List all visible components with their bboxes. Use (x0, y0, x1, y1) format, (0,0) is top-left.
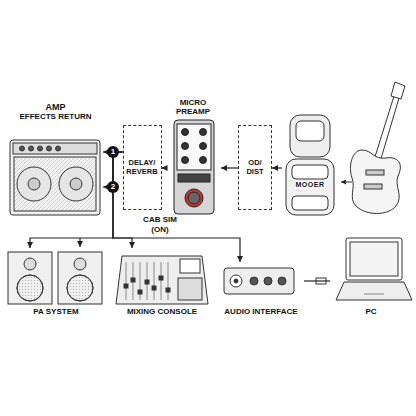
node-label: EFFECTS RETURN (20, 112, 92, 121)
guitar-drawing (341, 82, 405, 214)
device-node: MOOER (282, 115, 338, 215)
signal-label: (ON) (149, 226, 170, 235)
amp-drawing (10, 140, 100, 215)
node-label: MICRO PREAMP (165, 98, 221, 116)
device-node: PC (330, 236, 412, 320)
preamp-pedal (174, 120, 214, 214)
node-heading: AMP (46, 102, 66, 112)
mixing-console (116, 256, 208, 304)
mooer-pedal (286, 115, 334, 215)
node-label: MIXING CONSOLE (127, 307, 197, 316)
callout-number: 1 (107, 146, 119, 158)
signal-wire (304, 280, 330, 281)
signal-wire (30, 152, 123, 248)
device-node: AMPEFFECTS RETURN (8, 100, 103, 218)
device-node: PA SYSTEM (6, 248, 106, 320)
callout-number: 2 (107, 181, 119, 193)
device-node: MICRO PREAMP (165, 96, 221, 216)
signal-wire (272, 167, 282, 168)
pa-speakers (8, 238, 102, 304)
node-label: PC (365, 307, 376, 316)
node-label: MOOER (295, 181, 326, 189)
node-label: DELAY/ REVERB (126, 159, 159, 176)
device-node: MIXING CONSOLE (112, 248, 212, 320)
effect-box: OD/ DIST (238, 125, 272, 210)
laptop (336, 238, 412, 300)
node-label: OD/ DIST (241, 159, 269, 176)
device-node: AUDIO INTERFACE (218, 262, 304, 320)
node-label: PA SYSTEM (33, 307, 78, 316)
effect-box: DELAY/ REVERB (123, 125, 162, 210)
signal-wire (162, 167, 166, 168)
signal-label: CAB SIM (141, 216, 179, 225)
signal-wire (221, 167, 238, 168)
node-label: AUDIO INTERFACE (224, 307, 297, 316)
